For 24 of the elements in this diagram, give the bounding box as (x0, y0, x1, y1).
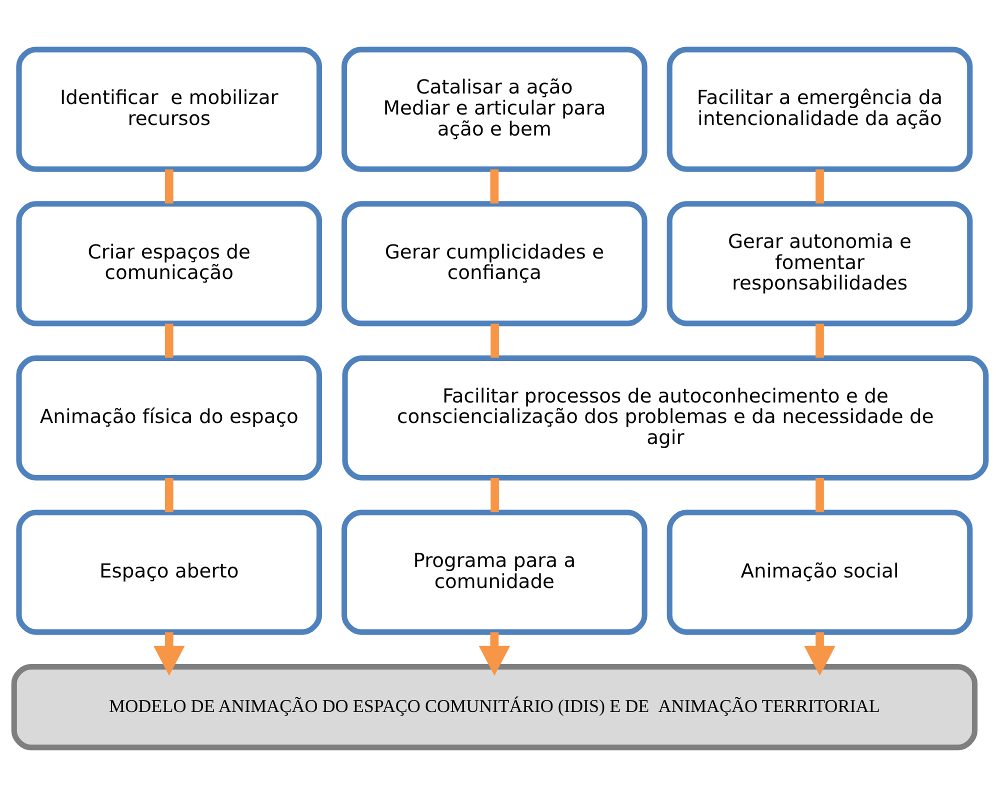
connector (816, 323, 824, 358)
node-box: Identificar e mobilizar recursos (16, 46, 322, 172)
connector (490, 323, 499, 358)
connector (164, 168, 174, 203)
connector (816, 478, 824, 512)
node-box: Espaço aberto (16, 509, 322, 634)
arrow (804, 632, 836, 676)
connector (816, 168, 824, 203)
arrow (478, 632, 510, 676)
node-box: Facilitar a emergência da intencionalidade da ação (666, 46, 973, 172)
node-box: Catalisar a ação Mediar e articular para ação e bem (342, 46, 648, 172)
node-box: Animação social (666, 509, 973, 634)
node-box: Facilitar processos de autoconhecimento e de consciencialização dos problemas e da necessidade de agir (342, 354, 989, 480)
arrow (153, 632, 185, 676)
connector (164, 478, 174, 512)
node-box: Gerar cumplicidades e confiança (342, 200, 648, 326)
node-box: Animação física do espaço (16, 354, 322, 480)
connector (164, 323, 174, 358)
node-box: MODELO DE ANIMAÇÃO DO ESPAÇO COMUNITÁRIO (IDIS) E DE ANIMAÇÃO TERRITORIAL (11, 664, 978, 750)
node-box: Programa para a comunidade (342, 509, 648, 634)
node-box: Criar espaços de comunicação (16, 200, 322, 326)
node-box: Gerar autonomia e fomentar responsabilidades (666, 200, 973, 326)
connector (490, 478, 499, 512)
connector (490, 168, 499, 203)
